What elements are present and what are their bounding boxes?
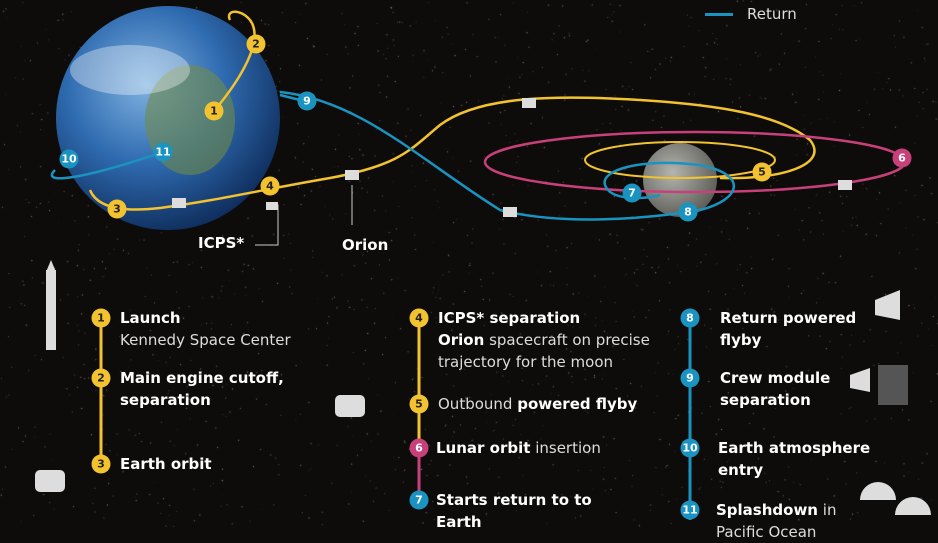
clouds (70, 45, 190, 95)
legend-return: Return (705, 5, 797, 23)
marker-1: 1 (205, 102, 224, 121)
marker-3: 3 (108, 200, 127, 219)
step-marker-5: 5 (410, 395, 429, 414)
step-10-title: Earth atmosphere entry (718, 439, 870, 479)
rocket-nose-icon (46, 260, 56, 272)
marker-11: 11 (154, 143, 173, 162)
legend-return-label: Return (747, 5, 797, 23)
capsule-icon (875, 290, 900, 320)
step-6-title: Lunar orbit (436, 439, 530, 457)
return-line-swatch (705, 13, 733, 16)
rocket-icon (46, 270, 56, 350)
icps-icon (266, 202, 278, 210)
parachute-icon (860, 482, 931, 515)
step-marker-7: 7 (410, 491, 429, 510)
step-5: Outbound powered flyby (438, 393, 698, 415)
step-marker-8: 8 (681, 309, 700, 328)
step-2-title: Main engine cutoff, separation (120, 369, 284, 409)
spacecraft-illustration-icon (35, 470, 65, 492)
spacecraft-icon (522, 98, 536, 108)
step-marker-9: 9 (681, 369, 700, 388)
step-4-title: ICPS* separation (438, 309, 580, 327)
step-1: LaunchKennedy Space Center (120, 307, 380, 351)
step-marker-4: 4 (410, 309, 429, 328)
step-5-title: powered flyby (517, 395, 637, 413)
step-3-title: Earth orbit (120, 455, 212, 473)
marker-8: 8 (679, 203, 698, 222)
step-marker-2: 2 (92, 369, 111, 388)
marker-6: 6 (893, 149, 912, 168)
step-marker-10: 10 (681, 439, 700, 458)
marker-2: 2 (247, 35, 266, 54)
marker-4: 4 (261, 177, 280, 196)
icps-pointer (255, 205, 278, 245)
step-11: Splashdown in Pacific Ocean (716, 499, 866, 543)
step-9: Crew module separation (720, 367, 850, 411)
orion-icon (345, 170, 359, 180)
step-marker-6: 6 (410, 439, 429, 458)
step-1-text: Kennedy Space Center (120, 331, 291, 349)
service-module-icon (878, 365, 908, 405)
spacecraft-icon (172, 198, 186, 208)
orion-illustration-icon (335, 395, 365, 417)
step-5-pre: Outbound (438, 395, 512, 413)
step-3: Earth orbit (120, 453, 380, 475)
icps-label: ICPS* (198, 234, 244, 252)
spacecraft-icon (503, 207, 517, 217)
step-7-title: Starts return to to Earth (436, 491, 592, 531)
crew-module-icon (850, 368, 870, 392)
step-4: ICPS* separationOrion spacecraft on prec… (438, 307, 673, 373)
step-7: Starts return to to Earth (436, 489, 596, 533)
step-9-title: Crew module separation (720, 369, 830, 409)
step-6: Lunar orbit insertion (436, 437, 696, 459)
marker-9: 9 (298, 92, 317, 111)
marker-7: 7 (623, 184, 642, 203)
step-4-orion: Orion (438, 331, 484, 349)
step-6-text: insertion (535, 439, 601, 457)
marker-5: 5 (753, 163, 772, 182)
step-marker-11: 11 (681, 501, 700, 520)
step-8: Return powered flyby (720, 307, 870, 351)
step-1-title: Launch (120, 309, 181, 327)
step-11-title: Splashdown (716, 501, 818, 519)
step-10: Earth atmosphere entry (718, 437, 888, 481)
spacecraft-icon (838, 180, 852, 190)
orion-label: Orion (342, 236, 388, 254)
marker-10: 10 (60, 150, 79, 169)
step-marker-1: 1 (92, 309, 111, 328)
step-2: Main engine cutoff, separation (120, 367, 320, 411)
step-marker-3: 3 (92, 455, 111, 474)
step-8-title: Return powered flyby (720, 309, 856, 349)
